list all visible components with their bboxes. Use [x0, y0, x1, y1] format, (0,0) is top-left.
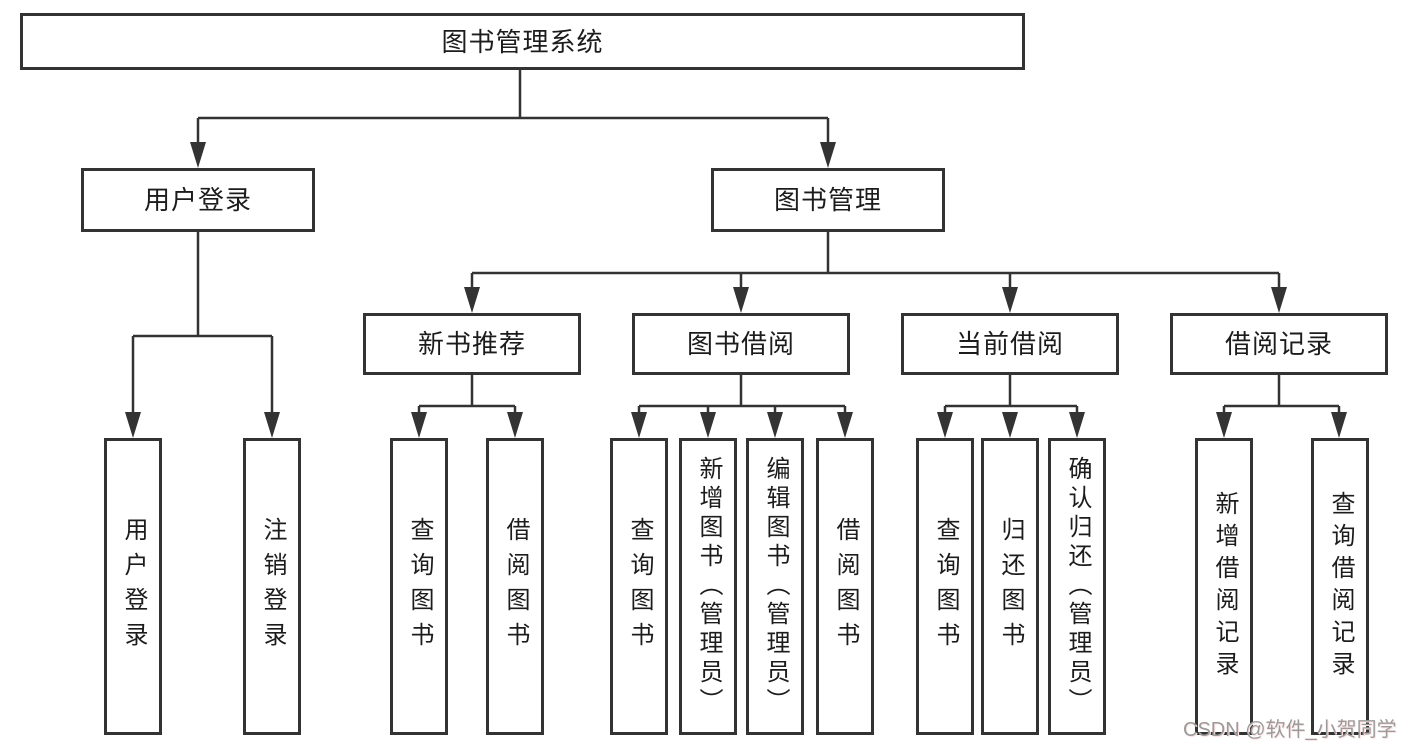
leaf-label: 确认归还（管理员） — [1064, 456, 1091, 717]
leaf-borrow-books-borrowing: 借阅图书 — [816, 438, 874, 735]
csdn-watermark: CSDN @软件_小贺同学 — [1183, 719, 1397, 741]
node-label: 借阅记录 — [1224, 329, 1333, 359]
node-label: 当前借阅 — [955, 329, 1064, 359]
leaf-query-borrow-record: 查询借阅记录 — [1311, 438, 1369, 735]
leaf-edit-book-admin: 编辑图书（管理员） — [746, 438, 804, 735]
leaf-query-books-recommend: 查询图书 — [390, 438, 448, 735]
leaf-query-books-current: 查询图书 — [916, 438, 974, 735]
leaf-label: 注销登录 — [259, 516, 286, 657]
leaf-add-borrow-record: 新增借阅记录 — [1195, 438, 1253, 735]
leaf-add-book-admin: 新增图书（管理员） — [679, 438, 737, 735]
node-new-book-recommendation: 新书推荐 — [363, 313, 581, 375]
node-borrowing-records: 借阅记录 — [1170, 313, 1388, 375]
leaf-query-books-borrowing: 查询图书 — [610, 438, 668, 735]
node-label: 图书管理系统 — [441, 26, 604, 57]
node-label: 图书借阅 — [686, 329, 795, 359]
leaf-user-login: 用户登录 — [104, 438, 162, 735]
leaf-label: 新增图书（管理员） — [695, 456, 722, 717]
leaf-borrow-books-recommend: 借阅图书 — [486, 438, 544, 735]
node-label: 新书推荐 — [417, 329, 526, 359]
node-user-login-group: 用户登录 — [81, 168, 315, 232]
leaf-label: 查询图书 — [626, 516, 653, 657]
node-book-management: 图书管理 — [711, 168, 945, 232]
node-current-borrowing: 当前借阅 — [901, 313, 1119, 375]
leaf-label: 用户登录 — [120, 516, 147, 657]
leaf-label: 查询图书 — [932, 516, 959, 657]
leaf-logout: 注销登录 — [243, 438, 301, 735]
leaf-label: 归还图书 — [997, 516, 1024, 657]
node-root-book-management-system: 图书管理系统 — [20, 13, 1025, 70]
node-label: 用户登录 — [143, 185, 252, 215]
node-label: 图书管理 — [773, 185, 882, 215]
leaf-confirm-return-admin: 确认归还（管理员） — [1048, 438, 1106, 735]
leaf-label: 借阅图书 — [502, 516, 529, 657]
leaf-label: 新增借阅记录 — [1211, 490, 1238, 683]
leaf-return-books: 归还图书 — [981, 438, 1039, 735]
leaf-label: 查询图书 — [406, 516, 433, 657]
leaf-label: 查询借阅记录 — [1327, 490, 1354, 683]
node-book-borrowing: 图书借阅 — [632, 313, 850, 375]
leaf-label: 借阅图书 — [832, 516, 859, 657]
leaf-label: 编辑图书（管理员） — [762, 456, 789, 717]
